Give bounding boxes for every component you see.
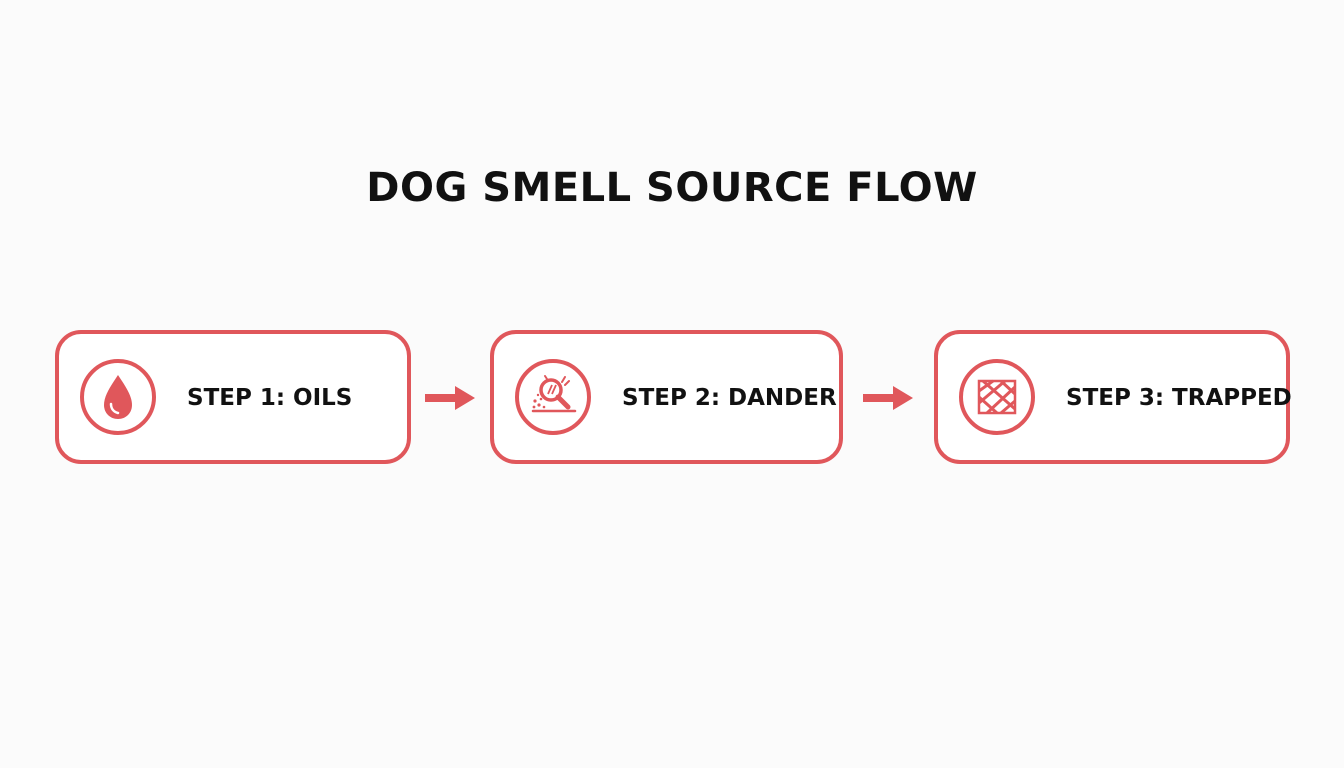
step-label-trapped: STEP 3: TRAPPED <box>1066 385 1292 411</box>
dander-magnifier-icon <box>513 357 593 437</box>
trapped-fabric-icon <box>957 357 1037 437</box>
step-label-oils: STEP 1: OILS <box>187 385 353 411</box>
diagram-title: DOG SMELL SOURCE FLOW <box>366 165 978 211</box>
step-label-dander: STEP 2: DANDER <box>622 385 837 411</box>
step-box-dander: STEP 2: DANDER <box>490 330 843 464</box>
step-box-trapped: STEP 3: TRAPPED <box>934 330 1292 464</box>
arrow-right-icon <box>862 384 914 412</box>
step-box-oils: STEP 1: OILS <box>55 330 411 464</box>
oil-drop-icon <box>78 357 158 437</box>
arrow-right-icon <box>424 384 476 412</box>
